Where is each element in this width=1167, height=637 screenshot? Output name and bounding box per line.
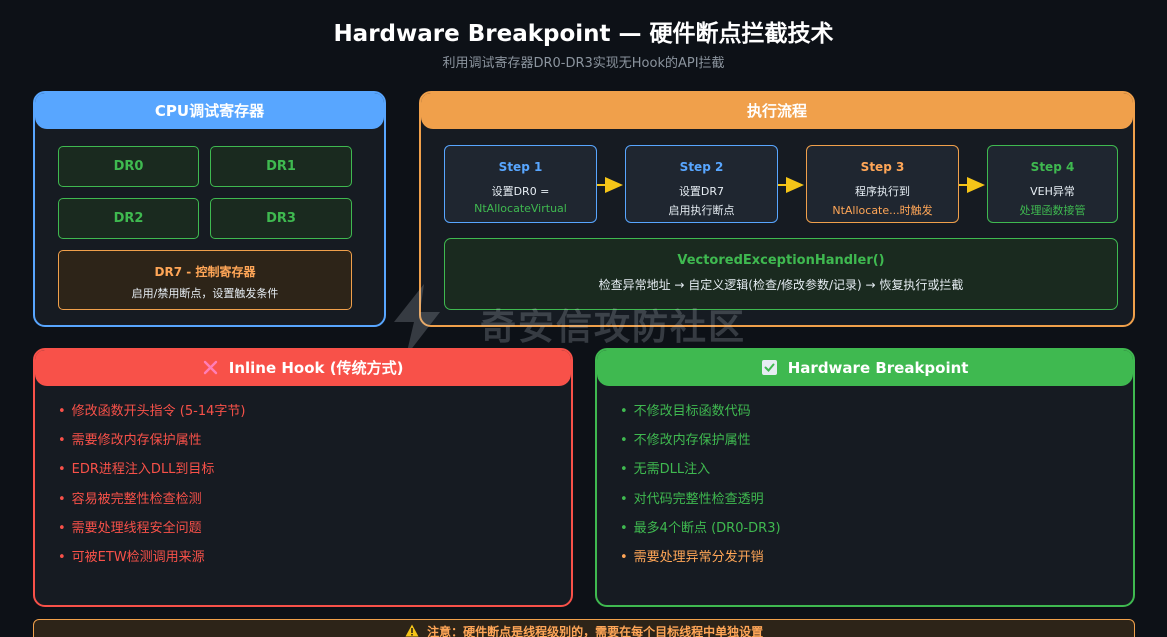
warning-note-text: 注意：硬件断点是线程级别的，需要在每个目标线程中单独设置 [427,625,764,637]
check-icon [761,359,782,377]
flow-arrow-3-line [959,184,971,186]
dr7-separator: - [186,265,192,279]
list-item: •容易被完整性检查检测 [58,491,202,507]
arrow-right-icon [967,177,985,193]
flow-arrow-1-line [597,184,609,186]
step-1-line1: 设置DR0 = [491,185,550,198]
flow-arrow-2-line [778,184,790,186]
cpu-panel-title: CPU调试寄存器 [35,93,384,129]
hardware-breakpoint-list: •不修改目标函数代码 •不修改内存保护属性 •无需DLL注入 •对代码完整性检查… [620,400,1133,575]
dr7-label: 控制寄存器 [195,265,256,279]
register-dr0: DR0 [58,146,199,187]
dr7-description: 启用/禁用断点，设置触发条件 [131,287,279,300]
page-title: Hardware Breakpoint — 硬件断点拦截技术 [333,21,834,47]
flow-step-2: Step 2 设置DR7 启用执行断点 [625,145,778,223]
list-item: •对代码完整性检查透明 [620,491,764,507]
step-3-title: Step 3 [860,160,905,174]
cpu-registers-panel: CPU调试寄存器 DR0 DR1 DR2 DR3 DR7 - 控制寄存器 启用/… [33,91,386,327]
arrow-right-icon [605,177,623,193]
step-4-title: Step 4 [1030,160,1075,174]
step-1-title: Step 1 [498,160,543,174]
register-dr7-box: DR7 - 控制寄存器 启用/禁用断点，设置触发条件 [58,250,352,310]
list-item: •需要处理线程安全问题 [58,520,202,536]
list-item: •无需DLL注入 [620,462,711,478]
step-2-line2: 启用执行断点 [668,204,735,217]
warning-icon [405,624,427,637]
inline-hook-title: Inline Hook (传统方式) [35,350,571,386]
hardware-breakpoint-panel: Hardware Breakpoint •不修改目标函数代码 •不修改内存保护属… [595,348,1135,607]
hardware-breakpoint-title-text: Hardware Breakpoint [787,359,969,377]
list-item: •修改函数开头指令 (5-14字节) [58,404,246,419]
step-1-line2: NtAllocateVirtual [474,202,567,215]
list-item: •可被ETW检测调用来源 [58,549,205,565]
veh-handler-description: 检查异常地址 → 自定义逻辑(检查/修改参数/记录) → 恢复执行或拦截 [598,278,964,292]
cross-icon [203,359,223,377]
step-2-line1: 设置DR7 [678,185,725,198]
flow-panel-title: 执行流程 [421,93,1133,129]
list-item: •不修改内存保护属性 [620,433,751,449]
dr7-name: DR7 [154,265,183,279]
step-4-line1: VEH异常 [1030,185,1075,198]
step-4-line2: 处理函数接管 [1019,204,1086,217]
register-dr2: DR2 [58,198,199,239]
flow-step-4: Step 4 VEH异常 处理函数接管 [987,145,1118,223]
inline-hook-panel: Inline Hook (传统方式) •修改函数开头指令 (5-14字节) •需… [33,348,573,607]
list-item: •需要修改内存保护属性 [58,433,202,449]
register-dr3: DR3 [210,198,352,239]
list-item: •最多4个断点 (DR0-DR3) [620,520,781,536]
step-3-line2: NtAllocate...时触发 [832,204,933,217]
veh-handler-title: VectoredExceptionHandler() [677,253,885,268]
list-item: •需要处理异常分发开销 [620,549,764,565]
execution-flow-panel: 执行流程 Step 1 设置DR0 = NtAllocateVirtual St… [419,91,1135,327]
warning-note: 注意：硬件断点是线程级别的，需要在每个目标线程中单独设置 [33,619,1135,637]
list-item: •EDR进程注入DLL到目标 [58,462,215,478]
inline-hook-title-text: Inline Hook (传统方式) [228,359,404,377]
page-subtitle: 利用调试寄存器DR0-DR3实现无Hook的API拦截 [442,56,725,71]
arrow-right-icon [786,177,804,193]
dr7-title: DR7 - 控制寄存器 [59,263,351,280]
hardware-breakpoint-title: Hardware Breakpoint [597,350,1133,386]
flow-step-3: Step 3 程序执行到 NtAllocate...时触发 [806,145,959,223]
list-item: •不修改目标函数代码 [620,404,751,419]
step-2-title: Step 2 [679,160,724,174]
flow-step-1: Step 1 设置DR0 = NtAllocateVirtual [444,145,597,223]
register-dr1: DR1 [210,146,352,187]
inline-hook-list: •修改函数开头指令 (5-14字节) •需要修改内存保护属性 •EDR进程注入D… [58,400,571,575]
veh-handler-box: VectoredExceptionHandler() 检查异常地址 → 自定义逻… [444,238,1118,310]
step-3-line1: 程序执行到 [855,185,910,198]
